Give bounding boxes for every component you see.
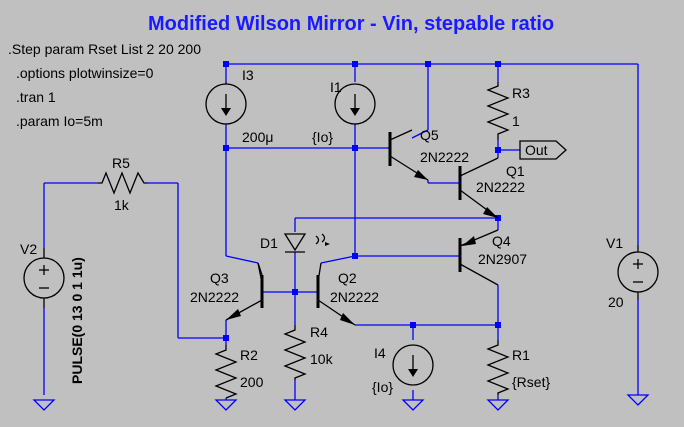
r2-name: R2 — [240, 347, 258, 363]
i1-name: I1 — [330, 79, 342, 95]
directive-step[interactable]: .Step param Rset List 2 20 200 — [8, 41, 201, 57]
q4-model: 2N2907 — [478, 251, 527, 267]
wires — [43, 63, 639, 400]
r4-value: 10k — [310, 351, 334, 367]
i3-value: 200μ — [242, 129, 273, 145]
r3-value: 1 — [512, 113, 520, 129]
transistor-q4[interactable] — [458, 229, 499, 286]
v1-name: V1 — [606, 235, 623, 251]
resistor-r5[interactable] — [98, 171, 148, 195]
d1-name: D1 — [260, 235, 278, 251]
r4-name: R4 — [310, 324, 328, 340]
r5-name: R5 — [112, 155, 130, 171]
v1-value: 20 — [608, 294, 624, 310]
ground-r1 — [486, 399, 510, 411]
r5-value: 1k — [114, 197, 130, 213]
transistor-q5[interactable] — [388, 129, 429, 181]
q1-name: Q1 — [506, 163, 525, 179]
r1-value: {Rset} — [512, 374, 550, 390]
q3-name: Q3 — [210, 270, 229, 286]
r2-value: 200 — [240, 374, 264, 390]
diode-d1[interactable] — [283, 233, 330, 253]
resistor-r1[interactable] — [486, 340, 510, 395]
current-source-i1[interactable] — [334, 83, 376, 125]
voltage-source-v1[interactable] — [617, 245, 659, 300]
q5-name: Q5 — [420, 127, 439, 143]
ground-v2 — [32, 399, 56, 411]
v2-value: PULSE(0 13 0 1 1u) — [69, 257, 85, 384]
i3-name: I3 — [242, 67, 254, 83]
current-source-i4[interactable] — [392, 344, 434, 386]
schematic-title: Modified Wilson Mirror - Vin, stepable r… — [148, 13, 554, 35]
resistor-r3[interactable] — [486, 82, 510, 140]
resistor-r2[interactable] — [214, 345, 238, 399]
i4-name: I4 — [374, 345, 386, 361]
q2-model: 2N2222 — [330, 289, 379, 305]
i4-value: {Io} — [372, 379, 393, 395]
out-label: Out — [525, 142, 548, 158]
r3-name: R3 — [512, 85, 530, 101]
q5-model: 2N2222 — [420, 149, 469, 165]
directive-param[interactable]: .param Io=5m — [16, 113, 103, 129]
ground-v1 — [626, 394, 650, 406]
i1-value: {Io} — [312, 129, 333, 145]
ground-r2 — [214, 399, 238, 411]
transistor-q3[interactable] — [225, 262, 264, 321]
resistor-r4[interactable] — [283, 325, 307, 380]
out-port[interactable] — [519, 140, 567, 160]
q2-name: Q2 — [338, 270, 357, 286]
transistor-q2[interactable] — [316, 262, 356, 326]
current-source-i3[interactable] — [205, 82, 247, 125]
ground-r4 — [283, 399, 307, 411]
transistor-q1[interactable] — [458, 157, 499, 219]
directive-tran[interactable]: .tran 1 — [16, 89, 56, 105]
r1-name: R1 — [512, 347, 530, 363]
q1-model: 2N2222 — [476, 179, 525, 195]
ground-i4 — [401, 399, 425, 411]
v2-name: V2 — [20, 241, 37, 257]
q4-name: Q4 — [492, 233, 511, 249]
voltage-source-v2[interactable] — [23, 248, 65, 308]
directive-options[interactable]: .options plotwinsize=0 — [16, 65, 154, 81]
q3-model: 2N2222 — [190, 289, 239, 305]
